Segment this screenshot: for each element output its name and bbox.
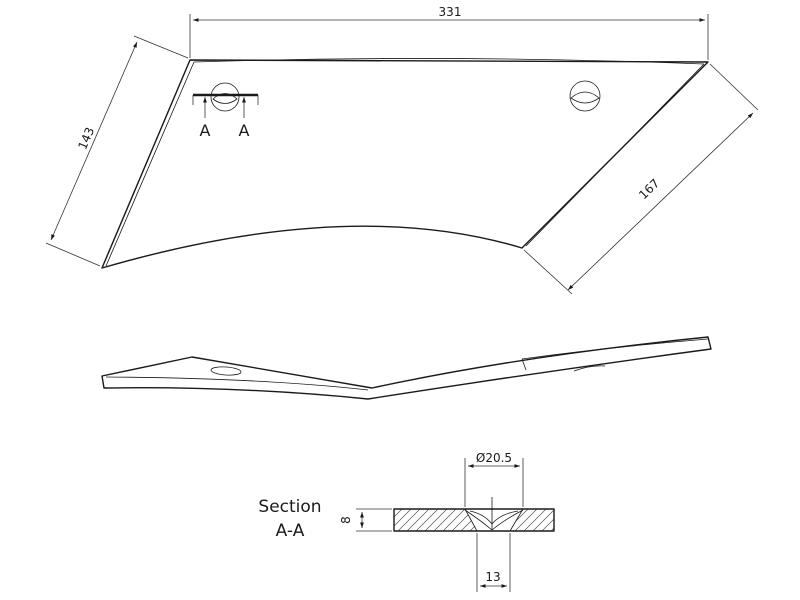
hatch-line bbox=[442, 509, 466, 531]
hatch-line bbox=[560, 509, 582, 531]
hatch-line bbox=[415, 509, 439, 531]
hatch-line bbox=[578, 509, 600, 531]
dimension-label-13: 13 bbox=[485, 570, 500, 584]
dimension-countersink-width bbox=[476, 533, 511, 592]
hatch-line bbox=[394, 509, 412, 527]
hatch-line bbox=[514, 509, 538, 531]
hatch-line bbox=[397, 509, 421, 531]
blade-top-view bbox=[101, 58, 709, 269]
dimension-top-width bbox=[189, 14, 709, 60]
dimension-label-167: 167 bbox=[636, 176, 662, 202]
dimension-left-edge bbox=[45, 35, 189, 267]
hatch-line bbox=[569, 509, 591, 531]
section-mark-left: A bbox=[200, 121, 211, 140]
hatch-line bbox=[532, 509, 554, 531]
hatch-line bbox=[433, 509, 457, 531]
section-cut-line bbox=[192, 93, 259, 118]
hatch-line bbox=[406, 509, 430, 531]
section-label-line1: Section bbox=[258, 497, 321, 517]
dimension-label-diameter: Ø20.5 bbox=[476, 451, 512, 465]
blade-side-view bbox=[101, 336, 712, 400]
bolt-hole-right bbox=[569, 80, 601, 112]
dimension-hole-diameter bbox=[464, 458, 524, 507]
hatch-line bbox=[523, 509, 547, 531]
dimension-label-8: 8 bbox=[339, 516, 353, 524]
hatch-line bbox=[541, 518, 554, 531]
section-label-line2: A-A bbox=[276, 521, 305, 541]
hatch-line bbox=[394, 509, 403, 518]
dimension-thickness bbox=[356, 508, 392, 532]
section-a-a-view bbox=[393, 497, 600, 532]
hatch-line bbox=[424, 509, 448, 531]
dimension-label-143: 143 bbox=[75, 125, 97, 152]
bolt-hole-left bbox=[210, 82, 240, 112]
dimension-right-edge bbox=[523, 63, 759, 295]
dimension-label-331: 331 bbox=[439, 5, 462, 19]
section-mark-right: A bbox=[239, 121, 250, 140]
